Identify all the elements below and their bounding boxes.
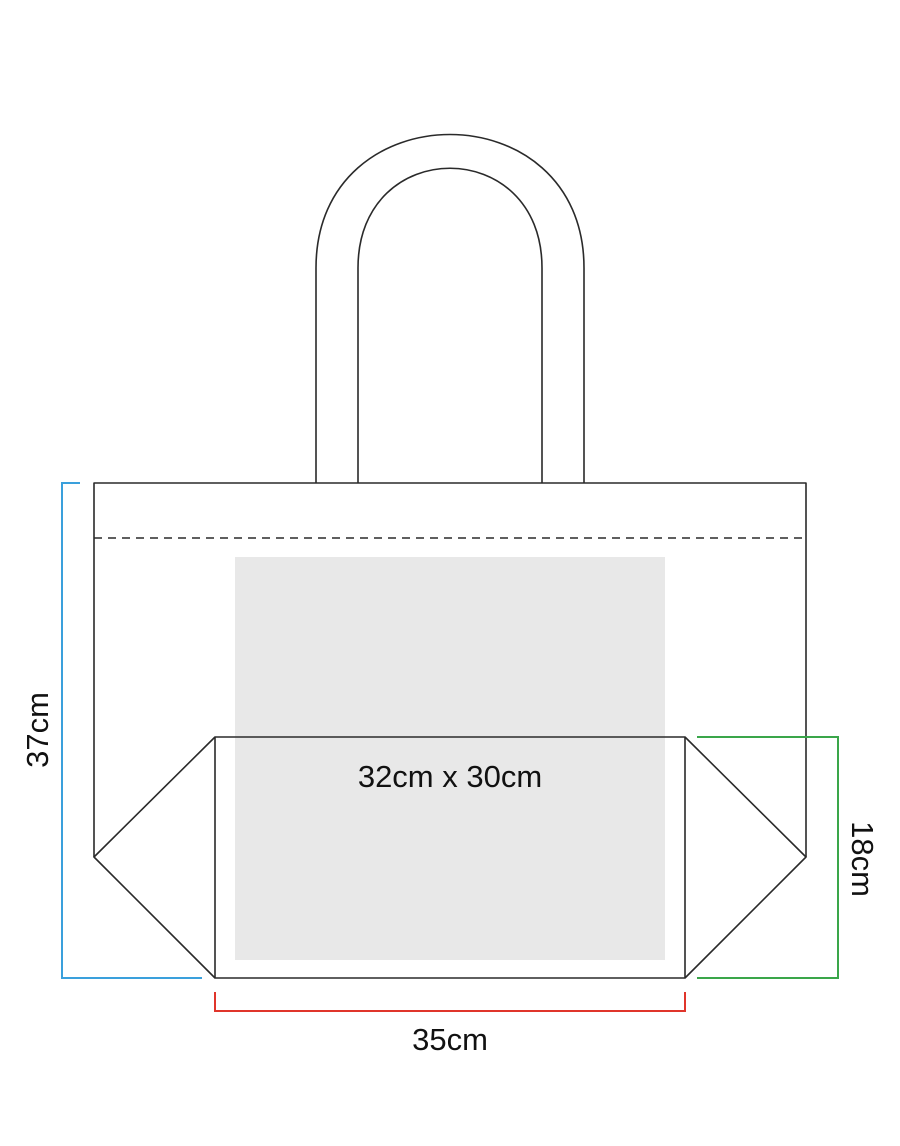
print-area-label: 32cm x 30cm bbox=[358, 759, 542, 794]
bag-bottom-panel bbox=[214, 736, 686, 979]
height-label: 37cm bbox=[20, 692, 55, 768]
bag-body bbox=[93, 482, 807, 979]
width-bracket bbox=[214, 992, 686, 1012]
bag-handle bbox=[315, 133, 585, 483]
height-bracket bbox=[61, 482, 202, 979]
left-gusset bbox=[93, 736, 216, 979]
width-label: 35cm bbox=[412, 1022, 488, 1057]
print-area bbox=[235, 557, 665, 960]
right-gusset bbox=[684, 736, 807, 979]
gusset-bracket bbox=[697, 736, 839, 979]
gusset-label: 18cm bbox=[845, 821, 880, 897]
